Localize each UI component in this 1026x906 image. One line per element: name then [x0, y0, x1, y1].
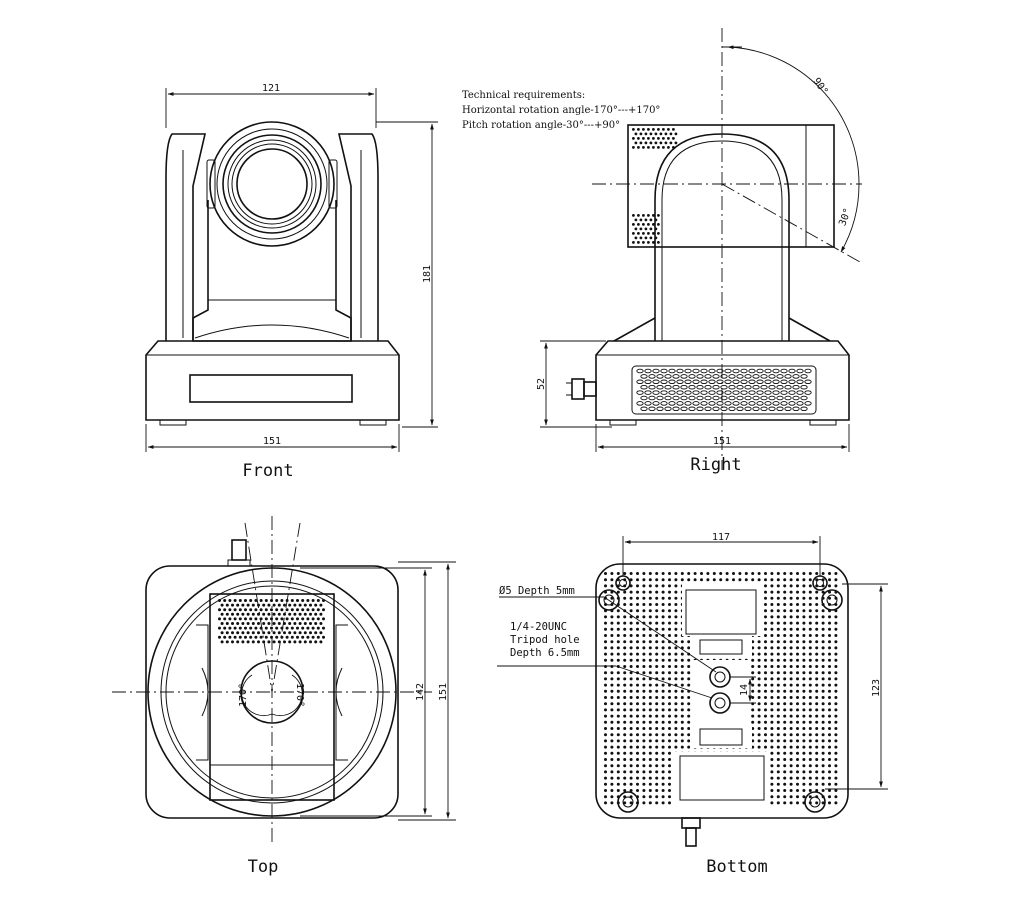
top-view: 170° 170° 142 151 Top [112, 516, 456, 877]
grille-slots [636, 368, 812, 412]
mount-hole-bl [617, 791, 639, 813]
bottom-view-label: Bottom [706, 857, 767, 877]
mount-hole-tr [821, 589, 843, 611]
dim-top-depth-outer: 151 [438, 683, 449, 701]
callout-tripod-line2: Tripod hole [510, 634, 580, 646]
top-view-label: Top [248, 857, 279, 877]
callout-tripod-line1: 1/4-20UNC [510, 621, 567, 633]
angle-top-left: 170° [238, 683, 249, 707]
vent-dots [632, 214, 660, 244]
front-view-label: Front [242, 461, 293, 481]
angle-up: 90° [810, 76, 829, 97]
angle-down: 30° [837, 207, 854, 228]
dim-bottom-hole-x: 117 [712, 532, 730, 543]
dim-bottom-hole-y: 123 [871, 679, 882, 697]
dim-top-depth-inner: 142 [415, 683, 426, 701]
angle-top-right: 170° [294, 683, 305, 707]
callout-tripod-line3: Depth 6.5mm [510, 647, 580, 659]
mount-hole-tr2 [812, 575, 828, 591]
mount-hole-tl2 [615, 575, 631, 591]
right-view-label: Right [690, 455, 741, 475]
right-view: Technical requirements: Horizontal rotat… [462, 28, 862, 475]
callout-mount-hole: Ø5 Depth 5mm [499, 585, 575, 597]
dim-tripod-spacing: 14 [739, 684, 750, 696]
vent-dots [632, 127, 678, 149]
dim-right-base-height: 52 [536, 378, 547, 390]
vent-dots [218, 599, 325, 644]
tech-req-title: Technical requirements: [462, 90, 585, 101]
dim-front-width-base: 151 [263, 436, 281, 447]
dim-right-width-base: 151 [713, 436, 731, 447]
mount-hole-tl [598, 589, 620, 611]
bottom-view: 117 123 14 Ø5 Depth 5mm 1/4-20UNC Tripod… [497, 532, 888, 877]
tech-req-pitch: Pitch rotation angle-30°---+90° [462, 120, 620, 131]
dim-front-width-top: 121 [262, 83, 280, 94]
mount-hole-br [804, 791, 826, 813]
dim-front-height: 181 [422, 265, 433, 283]
front-view: 121 181 151 Front [145, 83, 438, 481]
tech-req-horizontal: Horizontal rotation angle-170°---+170° [462, 105, 660, 116]
